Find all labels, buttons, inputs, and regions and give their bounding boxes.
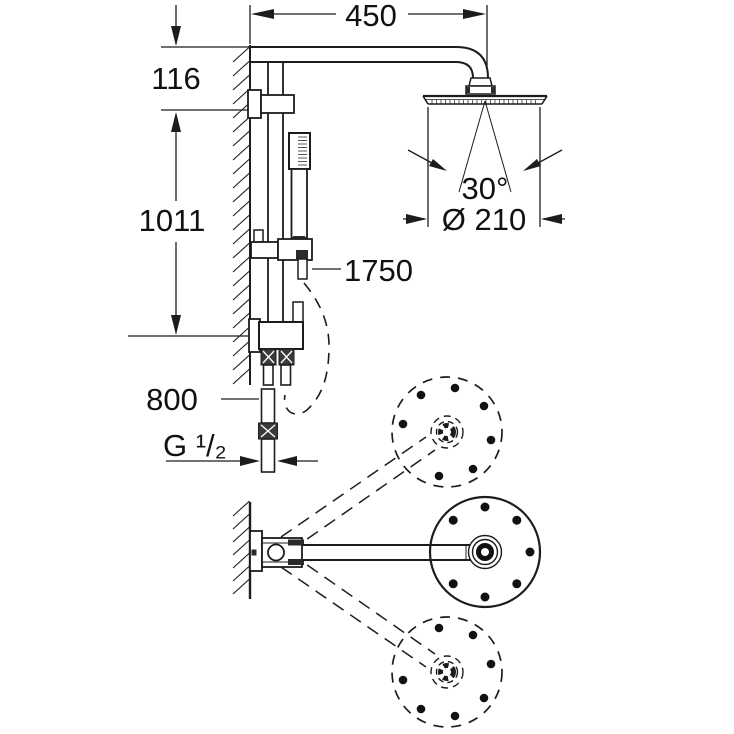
plan-wall-mount (249, 530, 304, 572)
dimension-arm-projection: 450 (249, 0, 488, 66)
plan-head-hub (467, 534, 503, 570)
diverter-body (248, 301, 304, 386)
supply-pipe (258, 388, 278, 473)
top-offset-label: 116 (151, 61, 200, 96)
plan-head-swivel-up (391, 376, 503, 488)
thread-size-label: G ¹/₂ (163, 428, 227, 463)
spray-angle-label: 30° (462, 171, 509, 206)
arm-projection-label: 450 (345, 0, 397, 33)
dimension-supply-height: 800 (146, 382, 259, 417)
plan-head-swivel-down (391, 616, 503, 728)
spray-angle-lines: 30° (407, 100, 563, 206)
shower-hose-dashed (283, 282, 330, 415)
dimension-top-offset: 116 (151, 5, 249, 111)
plan-arm (302, 544, 471, 561)
plan-arm-swivel-down (280, 552, 436, 668)
dimension-head-diameter: Ø 210 (403, 107, 565, 237)
rail-wall-bracket (247, 89, 295, 119)
dimension-thread-size: G ¹/₂ (163, 428, 318, 466)
hose-length-label: 1750 (344, 253, 413, 288)
spray-nozzle-dots (448, 502, 535, 602)
shower-arm (250, 46, 496, 95)
hand-shower (288, 132, 311, 243)
spray-nozzle-dots (398, 383, 496, 481)
slider-holder (250, 229, 313, 280)
label-hose-length: 1750 (312, 253, 413, 288)
plan-wall (232, 500, 252, 599)
head-diameter-label: Ø 210 (442, 202, 526, 237)
supply-height-label: 800 (146, 382, 198, 417)
elevation-view: 30° Ø 210 450 116 (128, 0, 565, 473)
head-shower (422, 94, 548, 105)
dimension-rail-length: 1011 (128, 112, 258, 337)
plan-arm-swivel-up (280, 436, 436, 552)
spray-nozzle-dots (398, 623, 496, 721)
rail-length-label: 1011 (139, 203, 206, 238)
plan-view (232, 376, 542, 728)
